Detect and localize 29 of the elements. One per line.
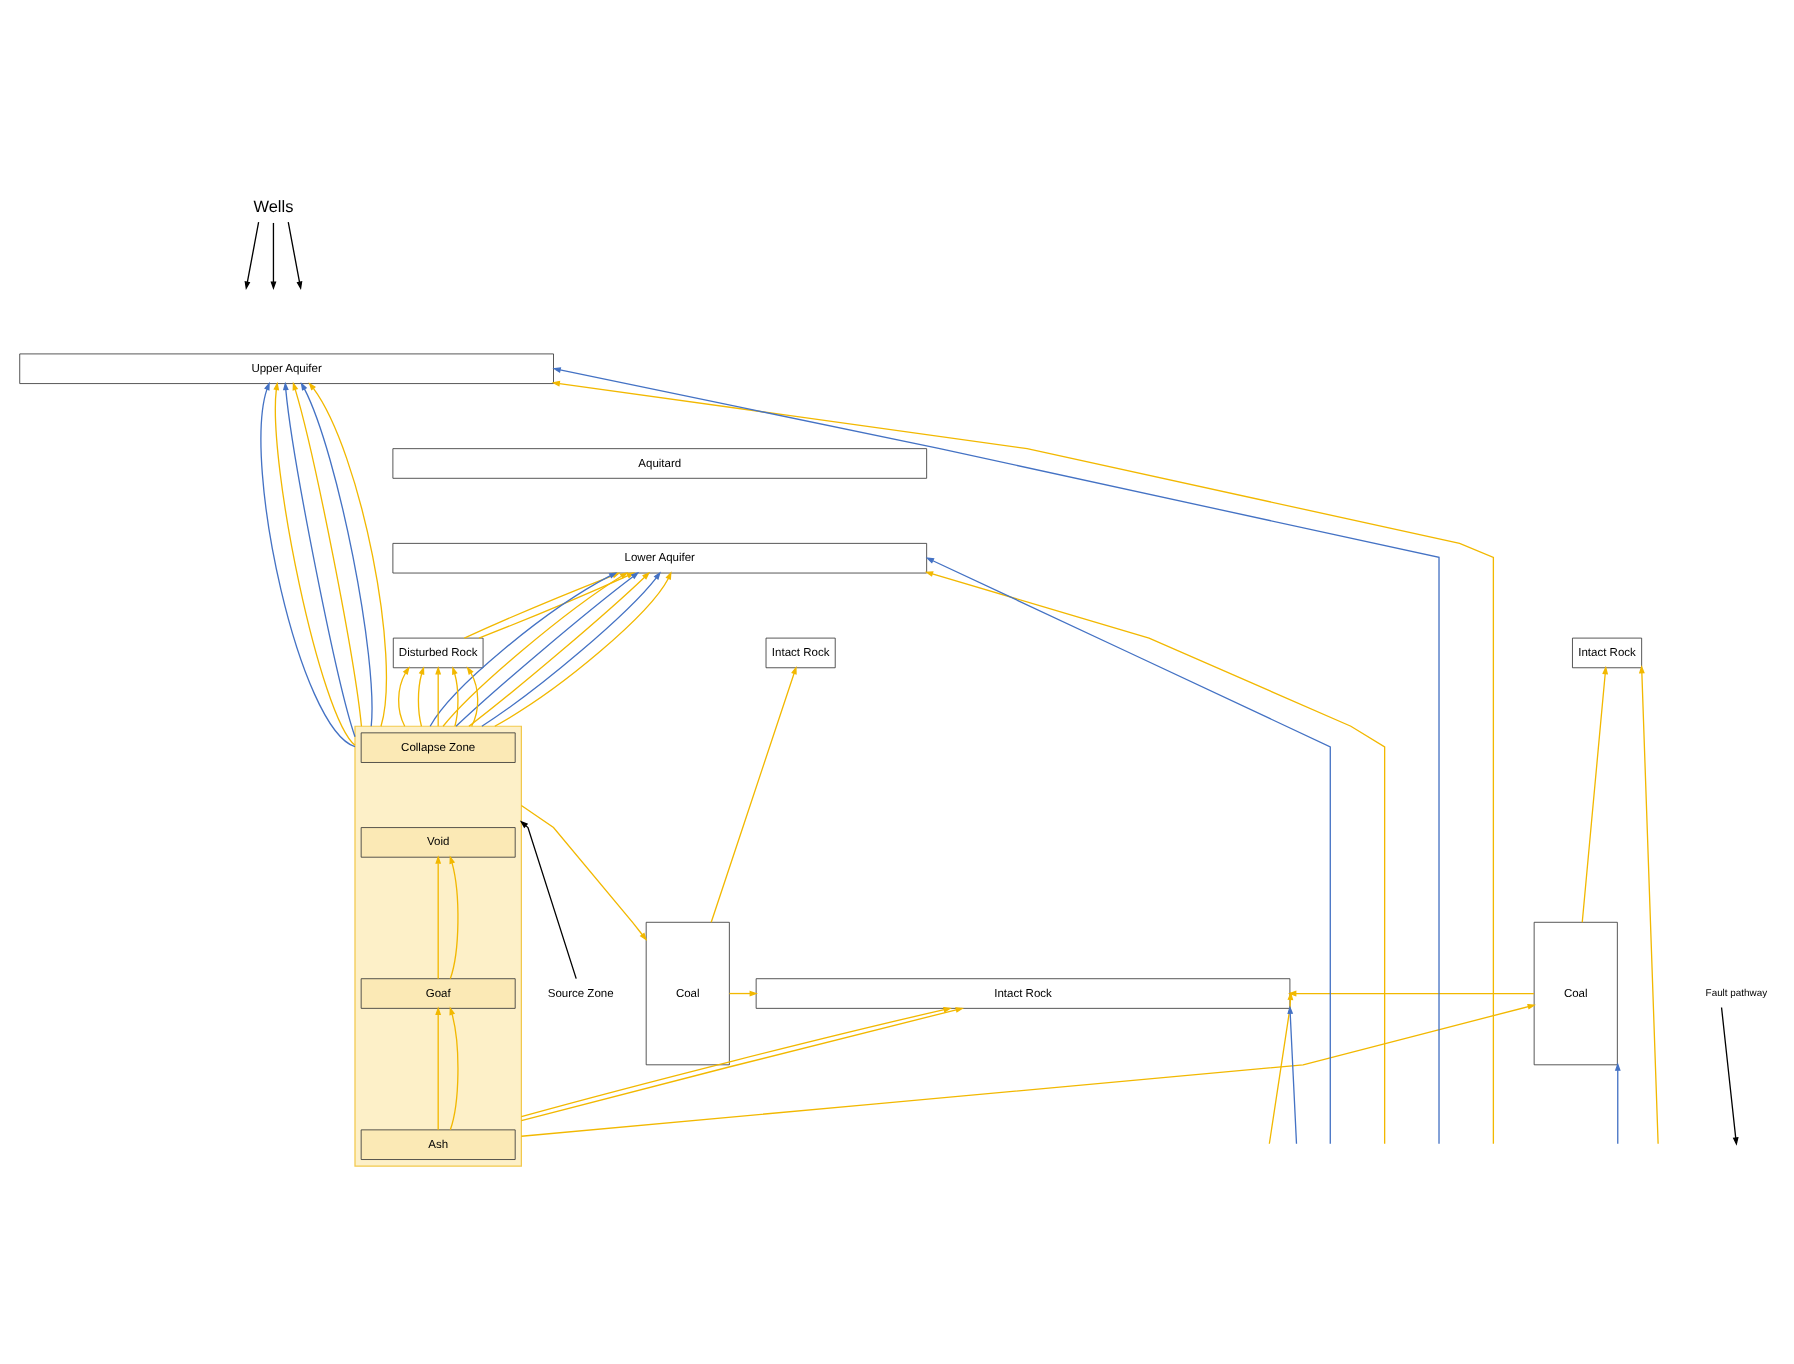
- arrow: [287, 220, 303, 289]
- arrow: [520, 803, 648, 940]
- arrow: [449, 1005, 459, 1130]
- arrow: [292, 380, 363, 726]
- node-text: Wells: [253, 197, 294, 216]
- arrow: [452, 665, 459, 726]
- arrow: [728, 989, 758, 996]
- arrow: [710, 664, 797, 922]
- arrow: [300, 380, 373, 726]
- cluster: [354, 724, 522, 1166]
- arrow: [417, 665, 425, 726]
- arrow: [1287, 1004, 1298, 1144]
- arrow: [270, 221, 277, 289]
- arrow: [435, 854, 442, 979]
- arrow: [1268, 989, 1297, 1144]
- arrow: [519, 819, 577, 979]
- arrow: [520, 1002, 1536, 1136]
- arrow: [466, 665, 479, 726]
- arrow: [1720, 1005, 1739, 1145]
- arrow: [1638, 663, 1659, 1144]
- arrow: [1287, 989, 1535, 1000]
- arrow: [449, 854, 459, 979]
- arrow: [244, 220, 260, 289]
- arrow: [435, 665, 442, 726]
- arrow: [435, 1005, 442, 1130]
- arrow: [308, 381, 388, 726]
- arrow: [398, 665, 410, 726]
- arrow: [1581, 664, 1609, 922]
- arrow: [1614, 1061, 1621, 1144]
